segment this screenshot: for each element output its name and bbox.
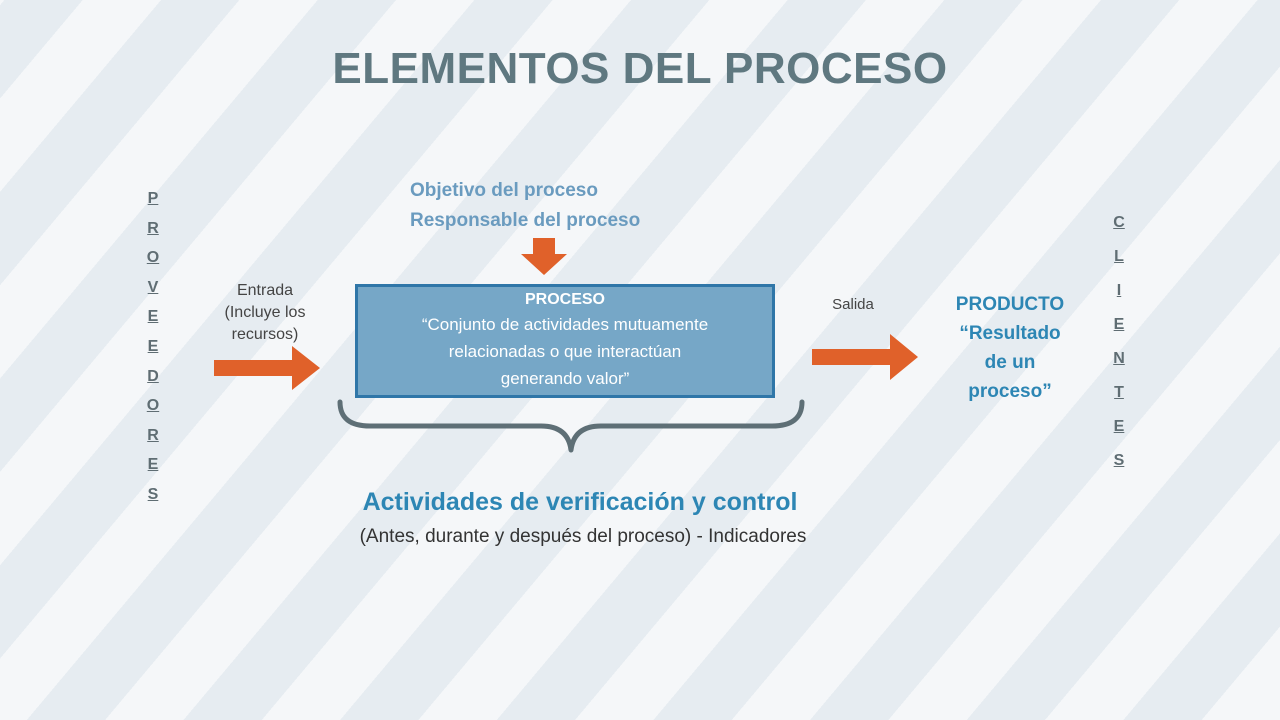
vertical-letter: I	[1116, 282, 1122, 299]
page-title: ELEMENTOS DEL PROCESO	[332, 44, 948, 93]
vertical-letter: E	[1113, 316, 1125, 333]
vertical-letter: V	[147, 278, 159, 296]
control-activities-subtitle: (Antes, durante y después del proceso) -…	[359, 526, 807, 547]
vertical-letter: E	[1113, 418, 1125, 435]
input-label-line: (Incluye los	[224, 304, 306, 321]
input-label-line: Entrada	[236, 282, 294, 299]
vertical-letter: O	[146, 249, 160, 267]
down-arrow-icon	[521, 238, 567, 275]
product-line: “Resultado	[959, 323, 1061, 344]
process-box: PROCESO “Conjunto de actividades mutuame…	[355, 284, 775, 398]
output-label: Salida	[832, 296, 874, 313]
responsible-line: Responsable del proceso	[410, 210, 641, 231]
process-definition-line: “Conjunto de actividades mutuamente	[421, 315, 709, 334]
vertical-letter: L	[1114, 248, 1124, 265]
product-block: PRODUCTO “Resultado de un proceso”	[940, 290, 1080, 406]
vertical-letter: S	[147, 485, 159, 503]
vertical-letter: T	[1114, 384, 1124, 401]
vertical-letter: E	[147, 308, 159, 326]
vertical-letter: O	[146, 397, 160, 415]
vertical-letter: E	[147, 456, 159, 474]
product-line: de un	[984, 352, 1036, 373]
process-definition-line: relacionadas o que interactúan	[448, 342, 682, 361]
vertical-letter: P	[147, 190, 159, 207]
objective-block: Objetivo del proceso Responsable del pro…	[410, 176, 640, 236]
vertical-letter: R	[147, 426, 159, 444]
vertical-letter: D	[147, 367, 159, 385]
product-line: proceso”	[968, 381, 1052, 402]
objective-line: Objetivo del proceso	[410, 180, 598, 201]
vertical-letter: R	[147, 219, 159, 237]
vertical-letter: C	[1113, 214, 1125, 231]
curly-brace-icon	[337, 399, 805, 453]
product-line: PRODUCTO	[955, 294, 1065, 315]
input-arrow-icon	[214, 346, 320, 390]
vertical-letter: E	[147, 337, 159, 355]
vertical-letter: S	[1113, 452, 1125, 469]
control-activities-title: Actividades de verificación y control	[362, 488, 798, 516]
process-definition-line: generando valor”	[500, 369, 630, 388]
input-label: Entrada (Incluye los recursos)	[200, 280, 330, 346]
output-arrow-icon	[812, 334, 918, 380]
vertical-letter: N	[1113, 350, 1125, 367]
process-title: PROCESO	[524, 291, 605, 308]
input-label-line: recursos)	[231, 326, 299, 343]
